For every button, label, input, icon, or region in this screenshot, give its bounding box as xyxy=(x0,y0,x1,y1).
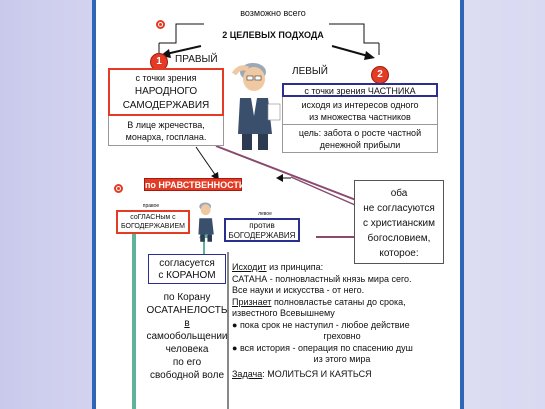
right-approach-box: с точки зрения НАРОДНОГО САМОДЕРЖАВИЯ xyxy=(108,68,224,116)
koran-text-line1: по Корану xyxy=(163,292,211,303)
koran-description: по Корану ОСАТАНЕЛОСТЬ в самообольщении … xyxy=(146,291,228,382)
right-approach-label: ПРАВЫЙ xyxy=(175,54,218,65)
lower-text-l1a: Исходит xyxy=(232,262,267,272)
number-badge-2: 2 xyxy=(371,66,389,84)
morality-label-box: по НРАВСТВЕННОСТИ xyxy=(144,178,246,191)
left-detail-line2: исходя из интересов одного xyxy=(301,100,419,110)
top-subtitle: возможно всего xyxy=(240,8,306,18)
callout-line5: которое: xyxy=(379,248,419,259)
lower-text-l10b: : МОЛИТЬСЯ И КАЯТЬСЯ xyxy=(262,368,372,379)
theology-principles: Исходит из принципа: САТАНА - полновласт… xyxy=(232,262,452,380)
morality-right-tag: правое xyxy=(142,203,160,209)
bullet-icon: ● xyxy=(232,319,240,330)
left-detail-line5: денежной прибыли xyxy=(319,140,401,150)
koran-text-line2: ОСАТАНЕЛОСТЬ xyxy=(146,305,228,316)
koran-box-line1: согласуется xyxy=(159,258,215,269)
top-title: 2 ЦЕЛЕВЫХ ПОДХОДА xyxy=(222,30,324,40)
bullet-dot-icon xyxy=(114,184,123,193)
morality-right-text1: соГЛАСНым с xyxy=(130,214,176,221)
morality-left-text2: БОГОДЕРЖАВИЯ xyxy=(228,231,296,240)
morality-left-box: против БОГОДЕРЖАВИЯ xyxy=(224,218,300,242)
lower-text-l4b: полновластье сатаны до срока, xyxy=(271,296,406,307)
callout-box: оба не согласуются с христианским богосл… xyxy=(354,180,444,264)
lower-text-l5: известного Всевышнему xyxy=(232,308,335,318)
right-box-line3: САМОДЕРЖАВИЯ xyxy=(122,100,210,111)
left-approach-detail: исходя из интересов одного из множества … xyxy=(282,97,438,125)
lower-text-l6: пока срок не наступил - любое действие xyxy=(239,319,410,330)
koran-text-line7: свободной воле xyxy=(149,370,225,381)
koran-text-line5: человека xyxy=(165,344,209,355)
right-approach-detail: В лице жречества, монарха, госплана. xyxy=(108,116,224,146)
callout-line4: богословием, xyxy=(367,233,431,244)
koran-text-line3: в xyxy=(184,318,190,329)
koran-box-line2: с КОРАНОМ xyxy=(158,270,216,281)
small-thinking-man-illustration xyxy=(198,202,214,242)
callout-line1: оба xyxy=(390,188,408,199)
thinking-man-illustration xyxy=(231,63,281,150)
morality-left-text1: против xyxy=(249,221,275,230)
callout-line2: не согласуются xyxy=(363,203,435,214)
right-box-line1: с точки зрения xyxy=(135,73,197,83)
morality-right-text2: БОГОДЕРЖАВИЕМ xyxy=(121,223,185,230)
callout-line3: с христианским xyxy=(362,218,435,229)
koran-box: согласуется с КОРАНОМ xyxy=(148,254,226,284)
right-detail-line2: монарха, госплана. xyxy=(125,132,207,142)
morality-right-box: соГЛАСНым с БОГОДЕРЖАВИЕМ xyxy=(116,210,190,234)
morality-label: по НРАВСТВЕННОСТИ xyxy=(145,180,246,190)
morality-left-tag: левое xyxy=(258,211,272,217)
bullet-dot-icon xyxy=(156,20,165,29)
left-detail-line3: из множества частников xyxy=(309,112,411,122)
lower-text-l3: Все науки и искусства - от него. xyxy=(232,285,365,295)
right-box-line2: НАРОДНОГО xyxy=(134,86,198,97)
lower-text-l10a: Задача xyxy=(232,368,263,379)
diagram-board: возможно всего 2 ЦЕЛЕВЫХ ПОДХОДА 1 ПРАВЫ… xyxy=(92,0,464,409)
right-detail-line1: В лице жречества, xyxy=(127,120,205,130)
left-approach-box: с точки зрения ЧАСТНИКА xyxy=(282,83,438,97)
left-box-line1: с точки зрения ЧАСТНИКА xyxy=(304,86,416,96)
lower-text-l1b: из принципа: xyxy=(266,262,324,272)
lower-text-l8: вся история - операция по спасению душ xyxy=(239,342,413,353)
koran-text-line6: по его xyxy=(172,357,202,368)
lower-text-l9: из этого мира xyxy=(313,354,371,364)
koran-text-line4: самообольщении xyxy=(146,331,228,342)
left-approach-goal: цель: забота о росте частной денежной пр… xyxy=(282,125,438,153)
bullet-icon: ● xyxy=(232,342,240,353)
lower-text-l4a: Признает xyxy=(232,296,272,307)
lower-text-l2: САТАНА - полновластный князь мира сего. xyxy=(232,273,412,284)
left-approach-label: ЛЕВЫЙ xyxy=(292,66,328,77)
lower-text-l7: греховно xyxy=(323,331,361,341)
left-detail-line4: цель: забота о росте частной xyxy=(298,128,422,138)
